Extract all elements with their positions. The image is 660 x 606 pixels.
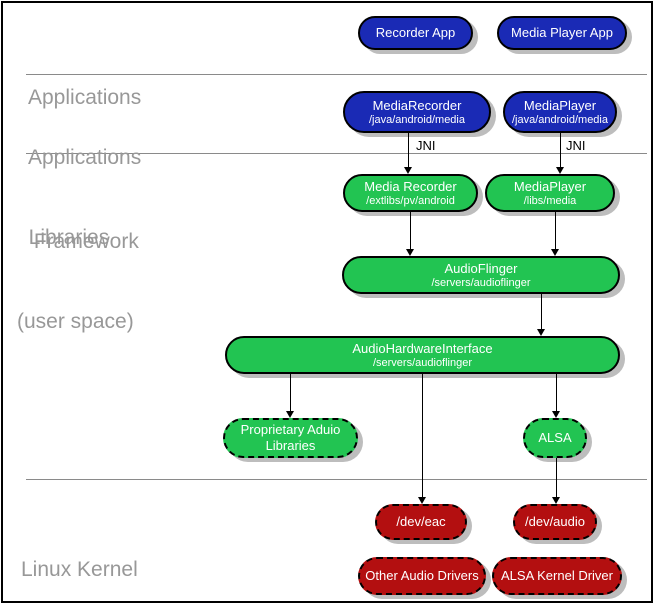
node-title: Other Audio Drivers xyxy=(365,568,479,583)
connector-mediaplayer-audioflinger xyxy=(555,212,556,249)
connector-jni-right xyxy=(560,133,561,167)
node-title: ALSA xyxy=(538,430,572,445)
node-title: MediaRecorder xyxy=(372,97,462,113)
node-proprietary-audio-libraries: Proprietary Aduio Libraries xyxy=(223,418,358,458)
node-title: Proprietary Aduio xyxy=(240,422,341,437)
node-title: /dev/audio xyxy=(525,514,585,529)
node-media-recorder-lib: Media Recorder /extlibs/pv/android xyxy=(343,174,478,212)
arrowhead-mediarecorder-audioflinger xyxy=(406,249,414,256)
node-title: MediaPlayer xyxy=(523,97,597,113)
node-subtitle: /extlibs/pv/android xyxy=(366,194,455,207)
node-subtitle: /servers/audioflinger xyxy=(372,356,473,369)
node-subtitle: /java/android/media xyxy=(368,113,465,126)
arrowhead-ahi-alsa xyxy=(552,411,560,418)
node-recorder-app: Recorder App xyxy=(358,16,473,50)
layer-label-libraries: Libraries (user space) xyxy=(17,168,134,392)
layer-label-applications: Applications xyxy=(28,28,141,168)
arrowhead-mediaplayer-audioflinger xyxy=(551,249,559,256)
connector-jni-left xyxy=(408,133,409,167)
node-subtitle: /servers/audioflinger xyxy=(431,276,531,289)
layer-label-line: Applications xyxy=(28,86,142,109)
divider-libraries-kernel xyxy=(26,479,647,480)
layer-label-line: Linux Kernel xyxy=(21,558,138,581)
node-title: /dev/eac xyxy=(396,514,446,529)
arrowhead-ahi-proprietary xyxy=(286,411,294,418)
node-title: Recorder App xyxy=(375,25,456,40)
arrowhead-audioflinger-ahi xyxy=(537,329,545,336)
layer-label-line: Libraries xyxy=(17,226,110,249)
node-dev-eac: /dev/eac xyxy=(375,504,467,540)
layer-label-line: Applications xyxy=(28,146,142,169)
connector-mediarecorder-audioflinger xyxy=(410,212,411,249)
node-title: AudioHardwareInterface xyxy=(352,340,493,356)
jni-label-left: JNI xyxy=(416,138,436,153)
layer-label-linux-kernel: Linux Kernel xyxy=(21,500,138,606)
node-audioflinger: AudioFlinger /servers/audioflinger xyxy=(342,256,620,294)
connector-audioflinger-ahi xyxy=(541,294,542,329)
node-subtitle: /libs/media xyxy=(523,194,577,207)
arrowhead-ahi-dev-eac xyxy=(418,497,426,504)
node-title: Media Recorder xyxy=(364,178,457,194)
node-mediarecorder-framework: MediaRecorder /java/android/media xyxy=(343,91,491,133)
node-media-player-app: Media Player App xyxy=(497,16,627,50)
jni-label-right: JNI xyxy=(566,138,586,153)
node-title: AudioFlinger xyxy=(444,260,518,276)
divider-framework-libraries xyxy=(26,153,647,154)
node-mediaplayer-lib: MediaPlayer /libs/media xyxy=(485,174,615,212)
node-alsa: ALSA xyxy=(523,418,587,458)
node-subtitle: /java/android/media xyxy=(511,113,608,126)
arrowhead-jni-right xyxy=(556,167,564,174)
arrowhead-jni-left xyxy=(404,167,412,174)
node-audiohardwareinterface: AudioHardwareInterface /servers/audiofli… xyxy=(225,336,620,374)
layer-label-line: (user space) xyxy=(17,310,134,333)
node-dev-audio: /dev/audio xyxy=(513,504,597,540)
node-other-audio-drivers: Other Audio Drivers xyxy=(358,557,486,595)
arrowhead-alsa-dev-audio xyxy=(552,497,560,504)
layer-label-line: Framework xyxy=(28,230,139,253)
node-title: MediaPlayer xyxy=(513,178,587,194)
connector-ahi-dev-eac xyxy=(422,374,423,497)
divider-applications-framework xyxy=(26,74,647,75)
node-mediaplayer-framework: MediaPlayer /java/android/media xyxy=(503,91,617,133)
layer-label-applications-framework: Applications Framework xyxy=(28,88,141,312)
connector-ahi-proprietary xyxy=(290,374,291,411)
node-title: Media Player App xyxy=(511,25,613,40)
node-title: ALSA Kernel Driver xyxy=(501,568,613,583)
connector-ahi-alsa xyxy=(556,374,557,411)
connector-alsa-dev-audio xyxy=(556,458,557,497)
node-title-line2: Libraries xyxy=(265,438,316,453)
node-alsa-kernel-driver: ALSA Kernel Driver xyxy=(492,557,622,595)
